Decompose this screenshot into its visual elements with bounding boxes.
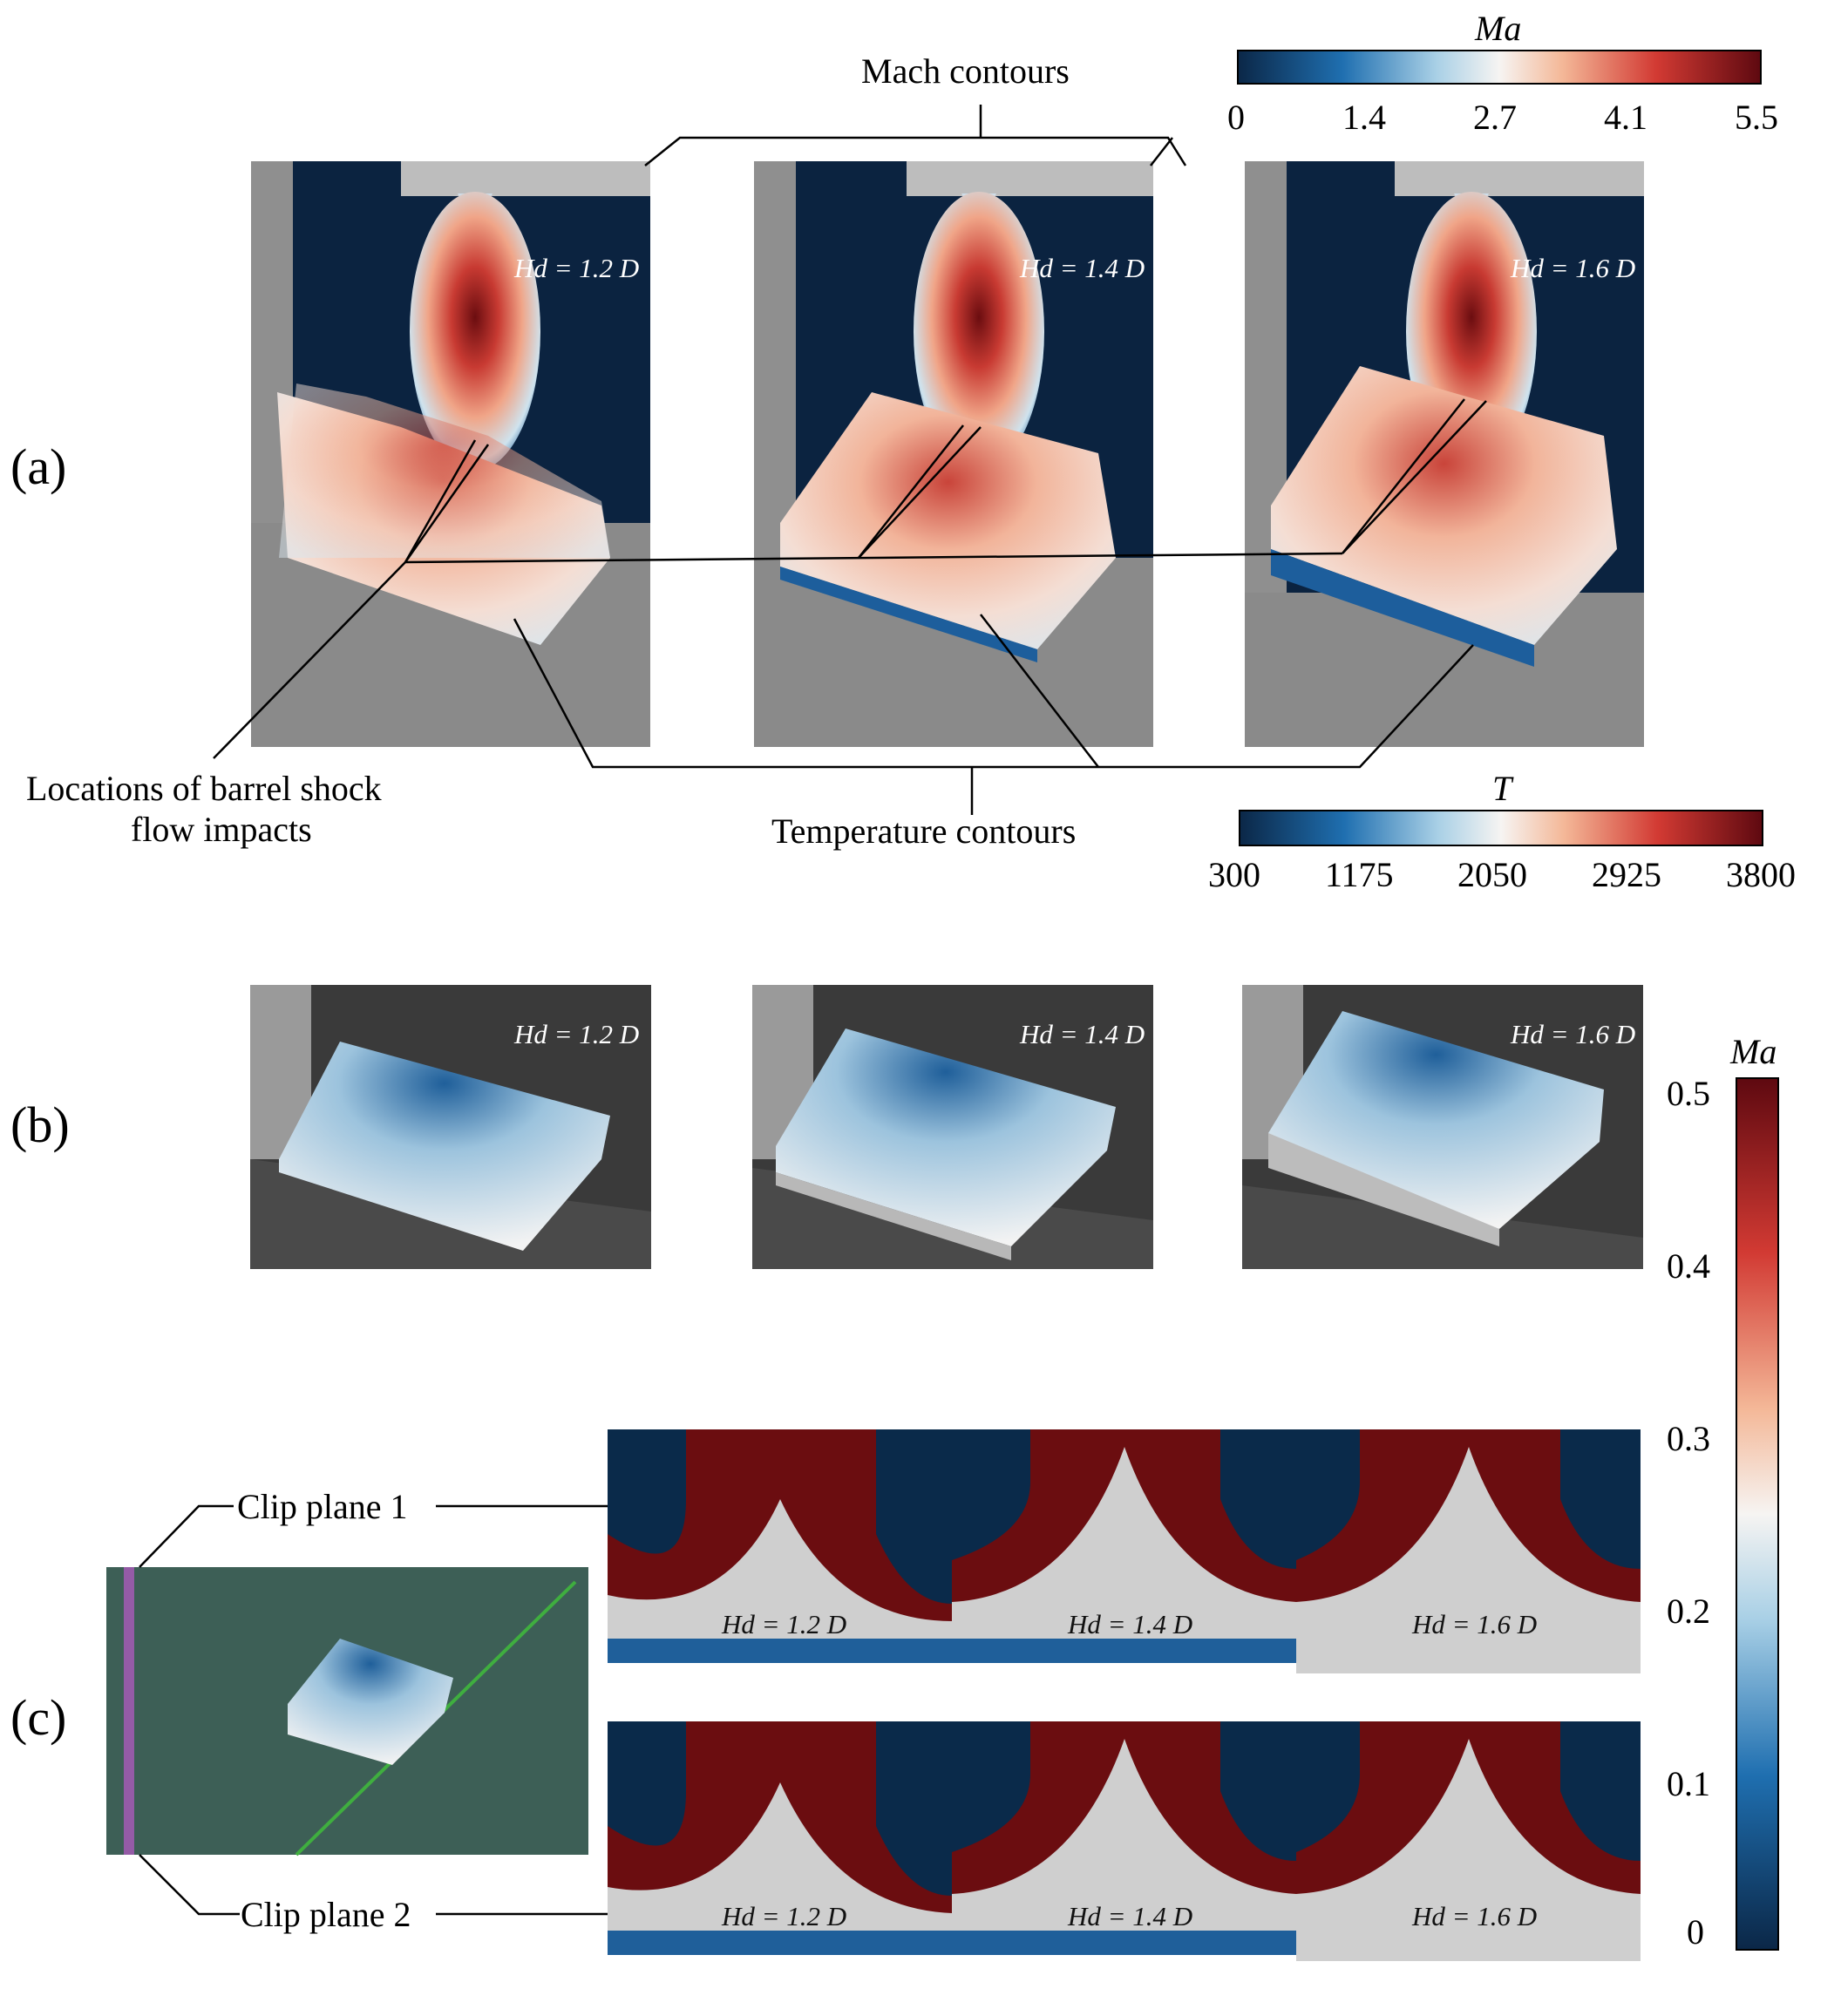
panel-label-c: (c) bbox=[10, 1689, 66, 1746]
panel-a-image-3 bbox=[1245, 161, 1644, 747]
mach-side-tick-2: 0.3 bbox=[1667, 1419, 1710, 1458]
clip-plane-leaders bbox=[139, 1504, 610, 1916]
mach-side-tick-4: 0.1 bbox=[1667, 1764, 1710, 1803]
mach-side-tick-5: 0 bbox=[1687, 1912, 1704, 1952]
mach-colorbar-top-title: Ma bbox=[1474, 9, 1521, 48]
mach-top-tick-3: 4.1 bbox=[1604, 98, 1647, 137]
panel-label-b: (b) bbox=[10, 1096, 70, 1153]
clip1-hd-1-6 bbox=[1296, 1429, 1641, 1673]
mach-colorbar-side-title: Ma bbox=[1729, 1032, 1776, 1071]
hd-label-c2-2: Hd = 1.4 D bbox=[1067, 1901, 1192, 1931]
hd-label-c1-3: Hd = 1.6 D bbox=[1411, 1609, 1537, 1639]
temp-tick-3: 2925 bbox=[1592, 855, 1661, 894]
panel-b-image-1 bbox=[250, 985, 651, 1269]
clip1-hd-1-2 bbox=[608, 1429, 952, 1663]
panel-a-image-1 bbox=[251, 161, 650, 747]
clip-plane-3d-view bbox=[106, 1567, 588, 1856]
mach-top-tick-1: 1.4 bbox=[1342, 98, 1386, 137]
hd-label-a-2: Hd = 1.4 D bbox=[1019, 253, 1145, 283]
barrel-shock-label-line2: flow impacts bbox=[131, 810, 312, 849]
hd-label-a-3: Hd = 1.6 D bbox=[1510, 253, 1635, 283]
mach-contours-bracket bbox=[644, 105, 1187, 166]
temperature-colorbar-title: T bbox=[1492, 769, 1514, 808]
mach-side-tick-3: 0.2 bbox=[1667, 1592, 1710, 1631]
hd-label-c2-1: Hd = 1.2 D bbox=[721, 1901, 846, 1931]
clip-plane-1-label: Clip plane 1 bbox=[237, 1487, 408, 1526]
mach-colorbar-top: Ma 0 1.4 2.7 4.1 5.5 bbox=[1227, 9, 1778, 137]
temp-tick-2: 2050 bbox=[1457, 855, 1527, 894]
hd-label-b-1: Hd = 1.2 D bbox=[513, 1019, 639, 1049]
panel-b-image-2 bbox=[752, 985, 1153, 1269]
temp-tick-0: 300 bbox=[1208, 855, 1260, 894]
hd-label-a-1: Hd = 1.2 D bbox=[513, 253, 639, 283]
clip-plane-1-row bbox=[608, 1429, 1641, 1673]
temperature-contours-bracket bbox=[513, 614, 1474, 815]
panel-a-image-2 bbox=[754, 161, 1153, 747]
mach-side-tick-0: 0.5 bbox=[1667, 1074, 1710, 1113]
barrel-shock-leaders bbox=[213, 398, 1487, 759]
clip-plane-2-row bbox=[608, 1721, 1641, 1961]
hd-label-c1-2: Hd = 1.4 D bbox=[1067, 1609, 1192, 1639]
temp-tick-4: 3800 bbox=[1726, 855, 1796, 894]
clip2-hd-1-4 bbox=[952, 1721, 1296, 1955]
barrel-shock-label-line1: Locations of barrel shock bbox=[26, 769, 382, 808]
clip2-hd-1-2 bbox=[608, 1721, 952, 1955]
temp-tick-1: 1175 bbox=[1325, 855, 1394, 894]
mach-top-tick-0: 0 bbox=[1227, 98, 1245, 137]
clip2-hd-1-6 bbox=[1296, 1721, 1641, 1961]
temperature-contours-label: Temperature contours bbox=[771, 811, 1076, 851]
mach-side-tick-1: 0.4 bbox=[1667, 1246, 1710, 1286]
panel-b-image-3 bbox=[1242, 985, 1643, 1269]
clip-plane-2-label: Clip plane 2 bbox=[241, 1895, 411, 1934]
clip1-hd-1-4 bbox=[952, 1429, 1296, 1663]
mach-top-tick-4: 5.5 bbox=[1735, 98, 1778, 137]
temperature-colorbar: T 300 1175 2050 2925 3800 bbox=[1208, 769, 1796, 894]
mach-top-tick-2: 2.7 bbox=[1473, 98, 1517, 137]
hd-label-b-2: Hd = 1.4 D bbox=[1019, 1019, 1145, 1049]
hd-label-b-3: Hd = 1.6 D bbox=[1510, 1019, 1635, 1049]
panel-label-a: (a) bbox=[10, 438, 66, 495]
mach-contours-label: Mach contours bbox=[861, 51, 1070, 91]
mach-colorbar-side: Ma 0.5 0.4 0.3 0.2 0.1 0 bbox=[1667, 1032, 1779, 1952]
hd-label-c1-1: Hd = 1.2 D bbox=[721, 1609, 846, 1639]
hd-label-c2-3: Hd = 1.6 D bbox=[1411, 1901, 1537, 1931]
